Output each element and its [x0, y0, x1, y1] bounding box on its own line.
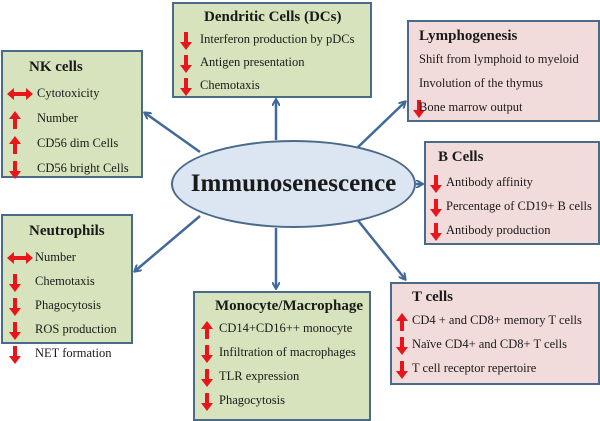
- down-arrow-icon: [180, 32, 192, 50]
- box-title: Neutrophils: [29, 223, 105, 239]
- list-item: Chemotaxis: [200, 78, 260, 92]
- bidirectional-arrow-icon: [7, 88, 33, 100]
- down-arrow-icon: [430, 223, 442, 241]
- up-arrow-icon: [9, 111, 21, 129]
- list-item: Naïve CD4+ and CD8+ T cells: [412, 337, 567, 351]
- down-arrow-icon: [9, 161, 21, 179]
- list-item: Interferon production by pDCs: [200, 32, 355, 46]
- list-item: Phagocytosis: [35, 298, 101, 312]
- list-item: NET formation: [35, 346, 112, 360]
- list-item: Number: [35, 250, 76, 264]
- up-arrow-icon: [201, 321, 213, 339]
- list-item: CD4 + and CD8+ memory T cells: [412, 313, 582, 327]
- box-title: B Cells: [438, 149, 484, 165]
- down-arrow-icon: [9, 346, 21, 364]
- list-item: Number: [37, 111, 78, 125]
- list-item: Infiltration of macrophages: [219, 345, 356, 359]
- list-item: ROS production: [35, 322, 117, 336]
- down-arrow-icon: [413, 100, 425, 118]
- list-item: Antibody production: [446, 223, 551, 237]
- box-title: NK cells: [29, 59, 83, 75]
- center-label: Immunosenescence: [190, 170, 397, 197]
- list-item: CD56 dim Cells: [37, 136, 119, 150]
- up-arrow-icon: [396, 313, 408, 331]
- dendritic-cells-box: Dendritic Cells (DCs) Interferon producti…: [172, 2, 372, 98]
- down-arrow-icon: [9, 322, 21, 340]
- down-arrow-icon: [201, 393, 213, 411]
- list-item: Phagocytosis: [219, 393, 285, 407]
- down-arrow-icon: [430, 175, 442, 193]
- down-arrow-icon: [201, 369, 213, 387]
- list-item: Antibody affinity: [446, 175, 533, 189]
- list-item: Cytotoxicity: [37, 86, 100, 100]
- box-title: T cells: [412, 289, 453, 305]
- down-arrow-icon: [9, 274, 21, 292]
- bidirectional-arrow-icon: [7, 252, 33, 264]
- up-arrow-icon: [9, 136, 21, 154]
- connector-to-nk: [145, 113, 201, 154]
- down-arrow-icon: [396, 361, 408, 379]
- immunosenescence-node: Immunosenescence: [171, 140, 416, 228]
- down-arrow-icon: [180, 55, 192, 73]
- box-title: Lymphogenesis: [419, 28, 518, 44]
- down-arrow-icon: [396, 337, 408, 355]
- list-item: Chemotaxis: [35, 274, 95, 288]
- list-item: Antigen presentation: [200, 55, 305, 69]
- list-item: Shift from lymphoid to myeloid: [419, 52, 579, 66]
- connector-to-tcells: [355, 217, 405, 279]
- down-arrow-icon: [180, 78, 192, 96]
- connector-to-neutro: [135, 215, 201, 271]
- down-arrow-icon: [201, 345, 213, 363]
- list-item: CD56 bright Cells: [37, 161, 129, 175]
- down-arrow-icon: [9, 298, 21, 316]
- connector-to-lympho: [354, 102, 405, 151]
- list-item: Percentage of CD19+ B cells: [446, 199, 592, 213]
- list-item: T cell receptor repertoire: [412, 361, 537, 375]
- list-item: TLR expression: [219, 369, 300, 383]
- list-item: CD14+CD16++ monocyte: [219, 321, 353, 335]
- down-arrow-icon: [430, 199, 442, 217]
- box-title: Dendritic Cells (DCs): [204, 9, 342, 25]
- list-item: Bone marrow output: [419, 100, 523, 114]
- list-item: Involution of the thymus: [419, 76, 543, 90]
- box-title: Monocyte/Macrophage: [215, 298, 364, 314]
